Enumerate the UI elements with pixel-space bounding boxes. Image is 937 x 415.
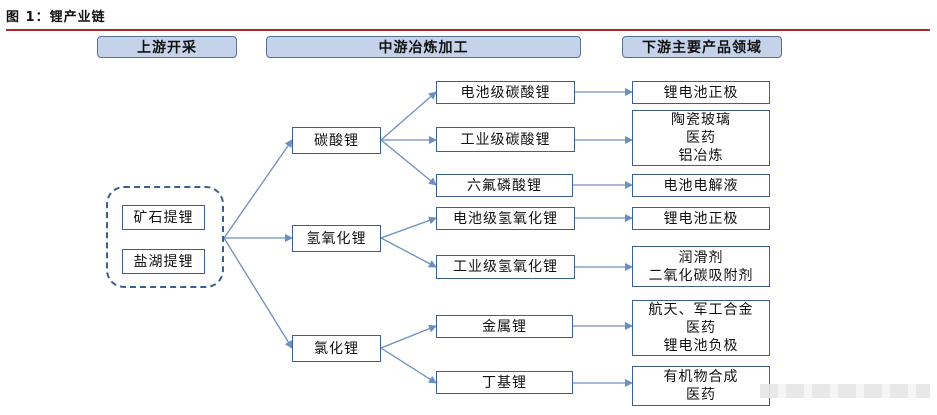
down-co2-absorbent-label: 二氧化碳吸附剂 — [648, 267, 754, 284]
blurred-watermark — [760, 384, 930, 398]
mid-battery-hydroxide: 电池级氢氧化锂 — [436, 207, 575, 230]
mid-carbonate: 碳酸锂 — [292, 127, 381, 154]
mid-carbonate-label: 碳酸锂 — [314, 132, 359, 149]
mid-hydroxide-label: 氢氧化锂 — [306, 230, 367, 247]
mid-butyllithium-label: 丁基锂 — [482, 374, 527, 391]
arrow-hydroxide-to-industrial-hydroxide — [380, 237, 437, 268]
title-rule — [6, 29, 930, 31]
mid-battery-carbonate-label: 电池级碳酸锂 — [460, 84, 551, 101]
mid-battery-carbonate: 电池级碳酸锂 — [436, 81, 575, 104]
down-ceramics-label: 陶瓷玻璃 — [671, 112, 731, 128]
header-downstream: 下游主要产品领域 — [622, 36, 782, 58]
down-pharma-3-label: 医药 — [686, 387, 716, 403]
upstream-brine-label: 盐湖提锂 — [133, 253, 194, 270]
down-alloy-group: 航天、军工合金 医药 锂电池负极 — [632, 300, 770, 356]
upstream-ore: 矿石提锂 — [122, 205, 205, 230]
down-electrolyte: 电池电解液 — [632, 174, 770, 197]
down-ceramics-group: 陶瓷玻璃 医药 铝冶炼 — [632, 110, 770, 166]
mid-battery-hydroxide-label: 电池级氢氧化锂 — [453, 210, 558, 227]
down-cathode-1: 锂电池正极 — [632, 81, 770, 104]
down-electrolyte-label: 电池电解液 — [663, 177, 739, 194]
down-pharma-2-label: 医药 — [686, 320, 716, 336]
header-upstream: 上游开采 — [97, 36, 237, 58]
down-alloy-label: 航天、军工合金 — [648, 302, 754, 318]
mid-chloride: 氯化锂 — [292, 335, 381, 362]
mid-lithium-metal-label: 金属锂 — [482, 318, 527, 335]
mid-chloride-label: 氯化锂 — [314, 340, 359, 357]
down-lubricant-group: 润滑剂 二氧化碳吸附剂 — [632, 246, 770, 287]
arrow-chloride-to-butyl — [380, 347, 437, 384]
mid-industrial-hydroxide-label: 工业级氢氧化锂 — [453, 259, 558, 275]
mid-industrial-hydroxide: 工业级氢氧化锂 — [436, 255, 575, 279]
arrow-up-to-carbonate — [223, 139, 293, 239]
upstream-group — [106, 186, 224, 288]
arrow-up-to-chloride — [223, 237, 293, 349]
down-cathode-2-label: 锂电池正极 — [663, 210, 739, 227]
mid-butyllithium: 丁基锂 — [436, 371, 573, 394]
arrow-carbonate-to-lipf6 — [380, 139, 437, 186]
upstream-brine: 盐湖提锂 — [122, 249, 205, 274]
down-organic-group: 有机物合成 医药 — [632, 366, 770, 406]
figure-title: 图 1：锂产业链 — [6, 10, 106, 25]
mid-lipf6: 六氟磷酸锂 — [436, 174, 573, 197]
down-cathode-2: 锂电池正极 — [632, 207, 770, 230]
down-anode-label: 锂电池负极 — [663, 338, 739, 354]
upstream-ore-label: 矿石提锂 — [133, 209, 194, 226]
arrow-carbonate-to-battery-carbonate — [380, 91, 437, 141]
down-pharma-label: 医药 — [686, 130, 716, 146]
arrow-chloride-to-metal — [380, 324, 437, 349]
mid-lithium-metal: 金属锂 — [436, 315, 573, 338]
down-cathode-1-label: 锂电池正极 — [663, 84, 739, 101]
header-midstream: 中游冶炼加工 — [266, 36, 581, 58]
mid-hydroxide: 氢氧化锂 — [292, 225, 381, 252]
arrow-hydroxide-to-battery-hydroxide — [380, 216, 437, 239]
down-organic-label: 有机物合成 — [663, 369, 739, 385]
down-aluminum-label: 铝冶炼 — [678, 148, 724, 164]
mid-industrial-carbonate: 工业级碳酸锂 — [436, 127, 575, 152]
down-lubricant-label: 润滑剂 — [678, 249, 724, 266]
mid-lipf6-label: 六氟磷酸锂 — [467, 177, 542, 194]
mid-industrial-carbonate-label: 工业级碳酸锂 — [460, 131, 551, 148]
